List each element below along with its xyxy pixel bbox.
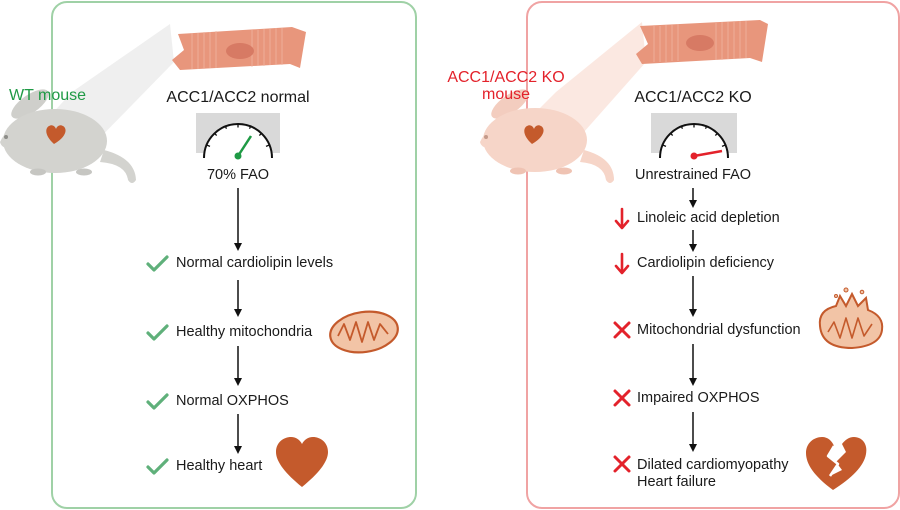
check-icon (146, 324, 169, 341)
step-right-2: Cardiolipin deficiency (637, 255, 775, 271)
step-left-3: Normal OXPHOS (176, 393, 289, 409)
final-line-1: Dilated cardiomyopathy (637, 457, 789, 473)
wt-mouse-label: WT mouse (9, 87, 87, 104)
cell-label-left: ACC1/ACC2 normal (166, 89, 310, 106)
cross-icon (613, 321, 631, 339)
wt-mouse-heart-icon (46, 125, 66, 144)
step-right-final: Dilated cardiomyopathy Heart failure (637, 457, 789, 492)
check-icon (146, 458, 169, 475)
broken-heart-icon (806, 437, 867, 490)
step-right-1: Linoleic acid depletion (637, 210, 780, 226)
ko-mouse-label-line1: ACC1/ACC2 KO (447, 69, 565, 86)
down-arrow-icon (614, 252, 630, 275)
heart-icon (276, 437, 328, 487)
check-icon (146, 255, 169, 272)
gauge-right-icon (651, 113, 737, 160)
gauge-label-left: 70% FAO (206, 167, 270, 183)
wt-panel (51, 1, 417, 509)
step-left-1: Normal cardiolipin levels (176, 255, 334, 271)
step-right-3: Mitochondrial dysfunction (637, 322, 801, 338)
mitochondrion-icon (329, 310, 399, 354)
final-line-2: Heart failure (637, 474, 716, 491)
cross-icon (613, 455, 631, 473)
step-left-2: Healthy mitochondria (176, 324, 313, 340)
cross-icon (613, 389, 631, 407)
muscle-cell-right-icon (636, 20, 768, 64)
gauge-left-icon (196, 113, 280, 160)
muscle-cell-left-icon (172, 27, 306, 70)
down-arrow-icon (614, 207, 630, 230)
damaged-mitochondrion-icon (818, 287, 884, 350)
step-right-4: Impaired OXPHOS (637, 390, 760, 406)
ko-mouse-heart-icon (524, 125, 544, 144)
cell-label-right: ACC1/ACC2 KO (634, 89, 752, 106)
step-left-4: Healthy heart (176, 458, 263, 474)
ko-mouse-label-line2: mouse (481, 85, 531, 103)
check-icon (146, 393, 169, 410)
ko-mouse-label: ACC1/ACC2 KO mouse (447, 69, 565, 104)
ko-panel (526, 1, 900, 509)
gauge-label-right: Unrestrained FAO (634, 167, 752, 183)
